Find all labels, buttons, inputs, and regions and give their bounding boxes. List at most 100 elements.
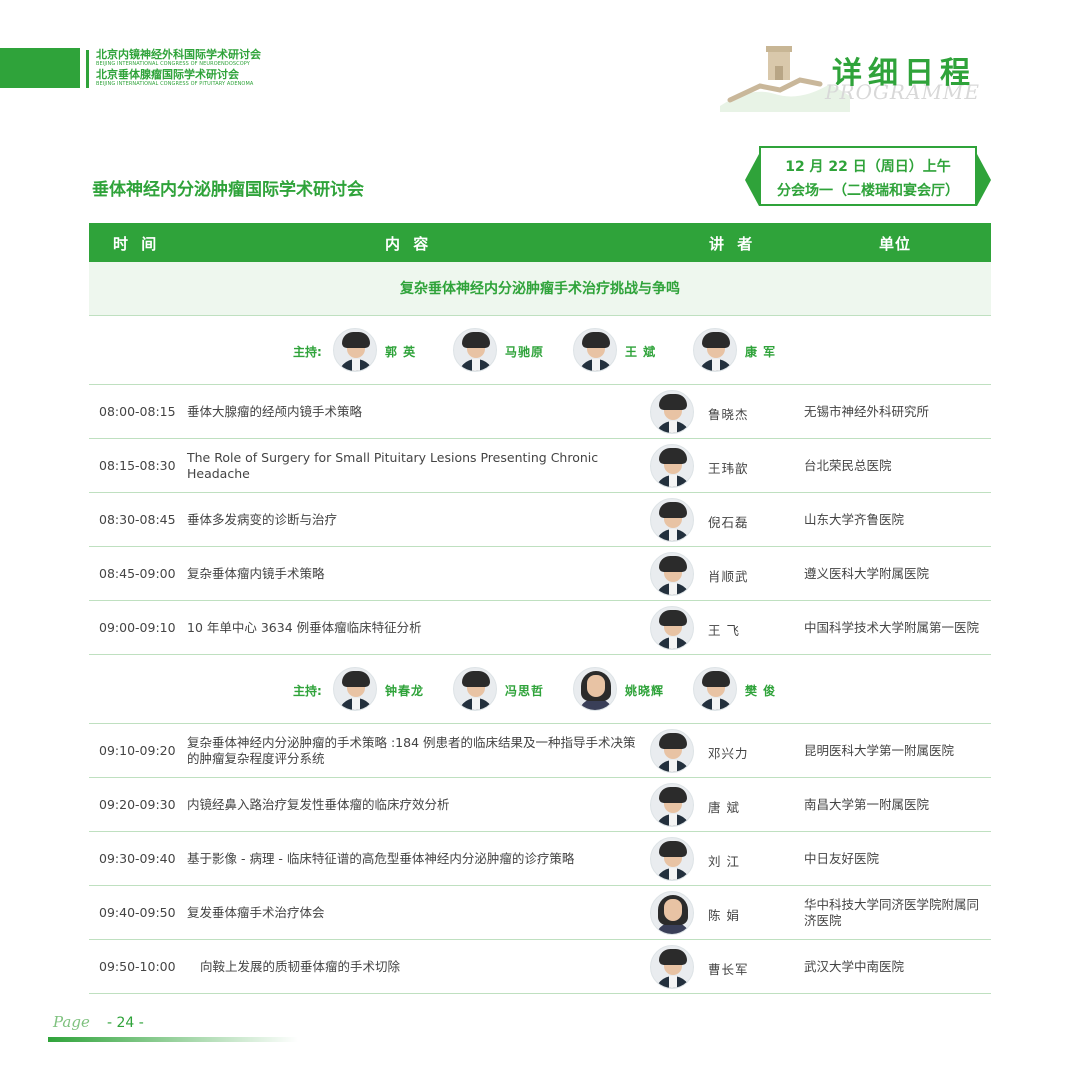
talk-title: 10 年单中心 3634 例垂体瘤临床特征分析: [187, 619, 422, 635]
header-divider: [86, 50, 89, 88]
moderator-photo: [333, 667, 377, 711]
speaker-photo: [650, 498, 694, 542]
talk-time: 08:00-08:15: [99, 404, 176, 419]
moderator-photo: [453, 328, 497, 372]
moderator-photo: [693, 328, 737, 372]
talk-time: 09:00-09:10: [99, 620, 176, 635]
moderator-name: 冯思哲: [505, 684, 545, 698]
moderator-name: 郭 英: [385, 345, 417, 359]
programme-banner: PROGRAMME 详细日程: [720, 36, 990, 112]
talk-title: 内镜经鼻入路治疗复发性垂体瘤的临床疗效分析: [187, 796, 450, 812]
table-row: 09:00-09:10 10 年单中心 3634 例垂体瘤临床特征分析 王 飞 …: [89, 601, 991, 655]
moderator-photo: [573, 328, 617, 372]
speaker-name: 王玮歆: [708, 461, 749, 476]
speaker-photo: [650, 783, 694, 827]
table-row: 09:40-09:50 复发垂体瘤手术治疗体会 陈 娟 华中科技大学同济医学院附…: [89, 886, 991, 940]
moderator: 郭 英: [333, 328, 453, 372]
session-date: 12 月 22 日（周日）上午: [785, 159, 951, 175]
moderator: 冯思哲: [453, 667, 573, 711]
moderator-photo: [333, 328, 377, 372]
speaker-photo: [650, 729, 694, 773]
moderator-photo: [693, 667, 737, 711]
moderator-name: 马驰原: [505, 345, 545, 359]
moderator-photo: [573, 667, 617, 711]
session-date-box: 12 月 22 日（周日）上午 分会场一（二楼瑞和宴会厅）: [745, 146, 991, 206]
talk-time: 08:45-09:00: [99, 566, 176, 581]
table-row: 09:30-09:40 基于影像 - 病理 - 临床特征谱的高危型垂体神经内分泌…: [89, 832, 991, 886]
table-row: 09:10-09:20 复杂垂体神经内分泌肿瘤的手术策略 :184 例患者的临床…: [89, 724, 991, 778]
conference-2-en: BEIJING INTERNATIONAL CONGRESS OF PITUIT…: [96, 81, 254, 87]
moderator-name: 樊 俊: [745, 684, 777, 698]
talk-time: 09:10-09:20: [99, 743, 176, 758]
table-row: 09:50-10:00 向鞍上发展的质韧垂体瘤的手术切除 曹长军 武汉大学中南医…: [89, 940, 991, 994]
talk-title: 向鞍上发展的质韧垂体瘤的手术切除: [200, 958, 401, 974]
conference-logo-text: 北京内镜神经外科国际学术研讨会 BEIJING INTERNATIONAL CO…: [96, 48, 316, 88]
speaker-unit: 中国科学技术大学附属第一医院: [804, 619, 980, 635]
speaker-name: 肖顺武: [708, 569, 749, 584]
speaker-photo: [650, 945, 694, 989]
speaker-unit: 中日友好医院: [804, 850, 880, 866]
moderator: 康 军: [693, 328, 813, 372]
table-row: 08:15-08:30 The Role of Surgery for Smal…: [89, 439, 991, 493]
talk-title: 复发垂体瘤手术治疗体会: [187, 904, 325, 920]
speaker-name: 倪石磊: [708, 515, 749, 530]
speaker-photo: [650, 390, 694, 434]
footer-accent-bar: [48, 1037, 298, 1042]
table-row: 08:45-09:00 复杂垂体瘤内镜手术策略 肖顺武 遵义医科大学附属医院: [89, 547, 991, 601]
programme-title: 详细日程: [832, 56, 976, 91]
talk-time: 09:30-09:40: [99, 851, 176, 866]
speaker-unit: 山东大学齐鲁医院: [804, 511, 905, 527]
moderator: 王 斌: [573, 328, 693, 372]
speaker-unit: 台北荣民总医院: [804, 457, 892, 473]
speaker-photo: [650, 552, 694, 596]
speaker-name: 唐 斌: [708, 800, 740, 815]
topic-row: 复杂垂体神经内分泌肿瘤手术治疗挑战与争鸣: [89, 262, 991, 316]
great-wall-illustration: [720, 46, 850, 112]
speaker-name: 陈 娟: [708, 908, 740, 923]
talk-title: 复杂垂体神经内分泌肿瘤的手术策略 :184 例患者的临床结果及一种指导手术决策的…: [187, 734, 636, 766]
table-header: 时 间 内 容 讲 者 单位: [89, 223, 991, 262]
moderator-label: 主持:: [293, 684, 322, 698]
talk-title: 复杂垂体瘤内镜手术策略: [187, 565, 325, 581]
session-venue: 分会场一（二楼瑞和宴会厅）: [777, 183, 959, 199]
talk-time: 09:20-09:30: [99, 797, 176, 812]
speaker-photo: [650, 444, 694, 488]
column-time: 时 间: [113, 235, 161, 253]
moderator-photo: [453, 667, 497, 711]
conference-2-cn: 北京垂体腺瘤国际学术研讨会: [96, 68, 239, 81]
column-unit: 单位: [879, 235, 912, 253]
session-title: 垂体神经内分泌肿瘤国际学术研讨会: [92, 180, 364, 200]
talk-title: The Role of Surgery for Small Pituitary …: [187, 449, 599, 481]
speaker-unit: 武汉大学中南医院: [804, 958, 905, 974]
speaker-name: 王 飞: [708, 623, 740, 638]
speaker-photo: [650, 606, 694, 650]
speaker-unit: 遵义医科大学附属医院: [804, 565, 930, 581]
table-row: 08:00-08:15 垂体大腺瘤的经颅内镜手术策略 鲁晓杰 无锡市神经外科研究…: [89, 385, 991, 439]
talk-time: 08:15-08:30: [99, 458, 176, 473]
conference-1-cn: 北京内镜神经外科国际学术研讨会: [96, 48, 261, 61]
column-speaker: 讲 者: [709, 235, 757, 253]
header-accent-bar: [0, 48, 80, 88]
moderator: 姚晓辉: [573, 667, 693, 711]
speaker-name: 刘 江: [708, 854, 740, 869]
moderator-label: 主持:: [293, 345, 322, 359]
moderator-row: 主持: 钟春龙 冯思哲 姚晓辉 樊 俊: [89, 655, 991, 724]
programme-english-title: PROGRAMME: [825, 80, 980, 104]
moderator: 樊 俊: [693, 667, 813, 711]
page-word: Page: [53, 1013, 90, 1031]
speaker-unit: 昆明医科大学第一附属医院: [804, 742, 955, 758]
ribbon-left: [745, 154, 759, 206]
talk-time: 09:50-10:00: [99, 959, 176, 974]
talk-time: 08:30-08:45: [99, 512, 176, 527]
schedule-table: 时 间 内 容 讲 者 单位 复杂垂体神经内分泌肿瘤手术治疗挑战与争鸣 主持: …: [89, 223, 991, 994]
speaker-unit: 无锡市神经外科研究所: [804, 403, 930, 419]
speaker-name: 邓兴力: [708, 746, 749, 761]
column-content: 内 容: [385, 235, 433, 253]
table-row: 09:20-09:30 内镜经鼻入路治疗复发性垂体瘤的临床疗效分析 唐 斌 南昌…: [89, 778, 991, 832]
moderator: 马驰原: [453, 328, 573, 372]
conference-1-en: BEIJING INTERNATIONAL CONGRESS OF NEUROE…: [96, 61, 250, 67]
moderator-row: 主持: 郭 英 马驰原 王 斌 康 军: [89, 316, 991, 385]
speaker-unit: 南昌大学第一附属医院: [804, 796, 930, 812]
table-row: 08:30-08:45 垂体多发病变的诊断与治疗 倪石磊 山东大学齐鲁医院: [89, 493, 991, 547]
speaker-name: 鲁晓杰: [708, 407, 749, 422]
